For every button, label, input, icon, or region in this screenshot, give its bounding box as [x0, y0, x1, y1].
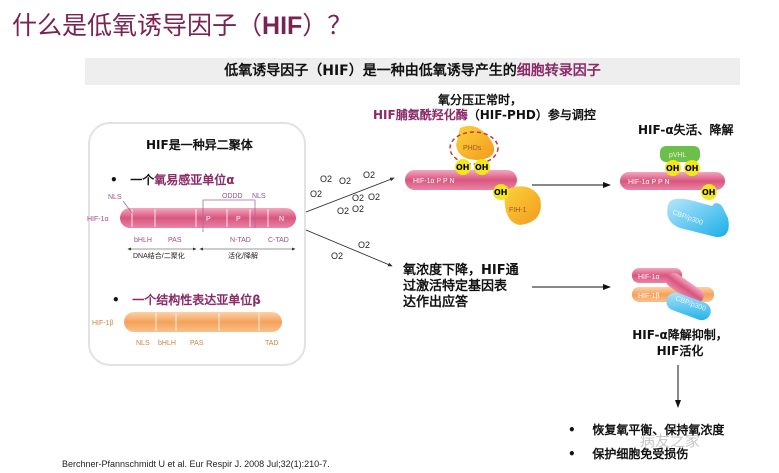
hydroxyl-groups: OH OH OH [455, 159, 509, 200]
definition-banner: 低氧诱导因子（HIF）是一种由低氧诱导产生的细胞转录因子 [85, 58, 740, 85]
svg-text:O2: O2 [339, 176, 351, 186]
hypoxia-arrow [305, 229, 393, 267]
hif1-alpha-bar [405, 170, 517, 190]
pas-label: PAS [168, 237, 182, 244]
bar-label: HIF-1α P P N [628, 179, 670, 186]
hif1-alpha-bar [620, 172, 725, 190]
hif1-beta-bar [124, 312, 282, 332]
ntad-label: N-TAD [230, 237, 251, 244]
page-title: 什么是低氧诱导因子（HIF）？ [12, 11, 353, 40]
hif1-alpha-bar [120, 199, 296, 232]
hif1-beta-label: HIF-1β [92, 320, 114, 327]
nls-label: NLS [108, 194, 122, 201]
svg-text:O2: O2 [320, 174, 332, 184]
watermark: 病友之家 [640, 432, 700, 450]
beta-subunit-bullet: • 一个结构性表达亚单位β [112, 293, 261, 307]
svg-text:OH: OH [666, 164, 680, 173]
svg-text:O2: O2 [363, 170, 375, 180]
outcome-item: • 保护细胞免受损伤 [568, 447, 689, 461]
cbp-p300-protein [667, 198, 729, 238]
citation: Berchner-Pfannschmidt U et al. Eur Respi… [62, 459, 330, 469]
svg-text:O2: O2 [352, 193, 364, 203]
region-label: 活化/降解 [228, 251, 258, 260]
panel-heading: HIF是一种异二聚体 [146, 138, 253, 152]
proline-mark: P [236, 216, 241, 223]
alpha-subunit-bullet: • 一个氧易感亚单位α [110, 173, 235, 187]
svg-text:O2: O2 [331, 251, 343, 261]
svg-text:OH: OH [494, 188, 508, 197]
heterodimer-panel [88, 122, 306, 366]
region-label: DNA结合/二聚化 [133, 251, 185, 260]
bar-label: HIF-1α P P N [413, 178, 455, 185]
oddd-label: ODDD [222, 193, 243, 200]
svg-text:O2: O2 [368, 192, 380, 202]
svg-text:HIF-1β: HIF-1β [638, 293, 660, 300]
svg-text:O2: O2 [337, 206, 349, 216]
normoxia-arrow [305, 177, 395, 213]
nls-label: NLS [136, 340, 150, 347]
svg-text:HIF-1α: HIF-1α [638, 274, 660, 281]
svg-text:OH: OH [475, 163, 489, 172]
ctad-label: C-TAD [268, 237, 289, 244]
phd-enzyme [456, 125, 495, 160]
fih1-label: FIH-1 [509, 207, 527, 214]
outcome-item: • 恢复氧平衡、保持氧浓度 [568, 423, 725, 437]
bhlh-label: bHLH [158, 340, 176, 347]
asparagine-mark: N [279, 216, 284, 223]
phds-label: PHDs [463, 145, 482, 152]
proline-mark: P [206, 216, 211, 223]
fih1-enzyme [504, 186, 541, 225]
outcome-list: • 恢复氧平衡、保持氧浓度 • 保护细胞免受损伤 [568, 418, 724, 466]
hif1-alpha-label: HIF-1α [87, 216, 109, 223]
inactivation-title: HIF-α失活、降解 [638, 123, 734, 137]
pvhl-protein [660, 146, 700, 162]
svg-text:O2: O2 [310, 189, 322, 199]
normoxia-heading-2: HIF脯氨酰羟化酶（HIF-PHD）参与调控 [373, 108, 596, 122]
phd-highlight-circle [449, 131, 499, 165]
pas-label: PAS [190, 340, 204, 347]
pvhl-label: pVHL [669, 152, 687, 159]
svg-text:OH: OH [702, 188, 716, 197]
hif-complex: HIF-1β HIF-1α CBP/p300 [632, 268, 714, 321]
hydroxyl-groups: OH OH OH [665, 160, 717, 200]
svg-text:OH: OH [685, 164, 699, 173]
nls-label: NLS [252, 193, 266, 200]
tad-label: TAD [265, 340, 278, 347]
bhlh-label: bHLH [134, 237, 152, 244]
svg-text:OH: OH [456, 163, 470, 172]
svg-text:O2: O2 [358, 240, 370, 250]
activation-result: HIF-α降解抑制，HIF活化 [632, 328, 728, 358]
normoxia-heading-1: 氧分压正常时， [438, 93, 523, 107]
hypoxia-description: 氧浓度下降，HIF通过激活特定基因表达作出应答 [403, 263, 519, 310]
svg-text:O2: O2 [352, 204, 364, 214]
